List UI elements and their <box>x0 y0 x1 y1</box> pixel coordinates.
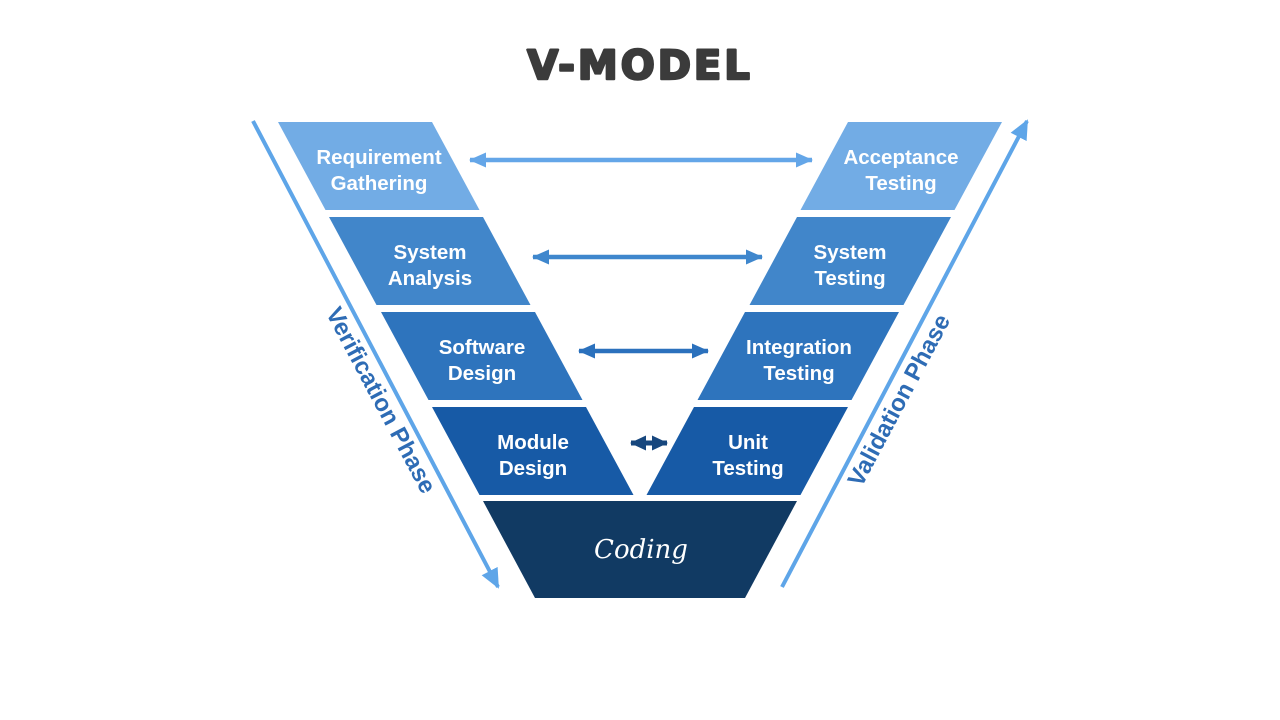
unit-testing-line1: Unit <box>728 431 768 454</box>
system-analysis-line1: System <box>394 241 467 264</box>
system-testing-line1: System <box>814 241 887 264</box>
system-analysis-block <box>329 217 531 305</box>
step-system-analysis: System Analysis <box>329 217 531 305</box>
validation-arrow-line <box>780 119 1029 588</box>
validation-steps: Acceptance Testing System Testing Integr… <box>646 122 1002 495</box>
verification-arrow-line <box>251 120 500 589</box>
step-requirement-gathering: Requirement Gathering <box>278 122 480 210</box>
level-link-arrows <box>469 152 813 451</box>
acceptance-testing-block <box>800 122 1002 210</box>
validation-phase-arrow <box>780 119 1029 588</box>
requirement-gathering-block <box>278 122 480 210</box>
step-system-testing: System Testing <box>749 217 951 305</box>
integration-testing-line1: Integration <box>746 336 852 359</box>
unit-testing-line2: Testing <box>712 457 783 480</box>
system-analysis-line2: Analysis <box>388 267 472 290</box>
integration-testing-line2: Testing <box>763 362 834 385</box>
module-design-line2: Design <box>499 457 567 480</box>
step-unit-testing: Unit Testing <box>646 407 848 495</box>
verification-steps: Requirement Gathering System Analysis So… <box>278 122 634 495</box>
requirement-gathering-line1: Requirement <box>316 146 441 169</box>
module-design-block <box>432 407 634 495</box>
page-title: V-MODEL <box>527 43 752 89</box>
step-acceptance-testing: Acceptance Testing <box>800 122 1002 210</box>
step-integration-testing: Integration Testing <box>697 312 899 400</box>
software-design-line1: Software <box>439 336 526 359</box>
coding-label: Coding <box>594 535 688 565</box>
software-design-block <box>381 312 583 400</box>
step-module-design: Module Design <box>432 407 634 495</box>
module-design-line1: Module <box>497 431 569 454</box>
software-design-line2: Design <box>448 362 516 385</box>
step-coding: Coding <box>483 501 797 598</box>
integration-testing-block <box>697 312 899 400</box>
unit-testing-block <box>646 407 848 495</box>
requirement-gathering-line2: Gathering <box>331 172 428 195</box>
step-software-design: Software Design <box>381 312 583 400</box>
system-testing-block <box>749 217 951 305</box>
coding-block <box>483 501 797 598</box>
acceptance-testing-line2: Testing <box>865 172 936 195</box>
acceptance-testing-line1: Acceptance <box>843 146 958 169</box>
system-testing-line2: Testing <box>814 267 885 290</box>
verification-phase-arrow <box>251 120 500 589</box>
